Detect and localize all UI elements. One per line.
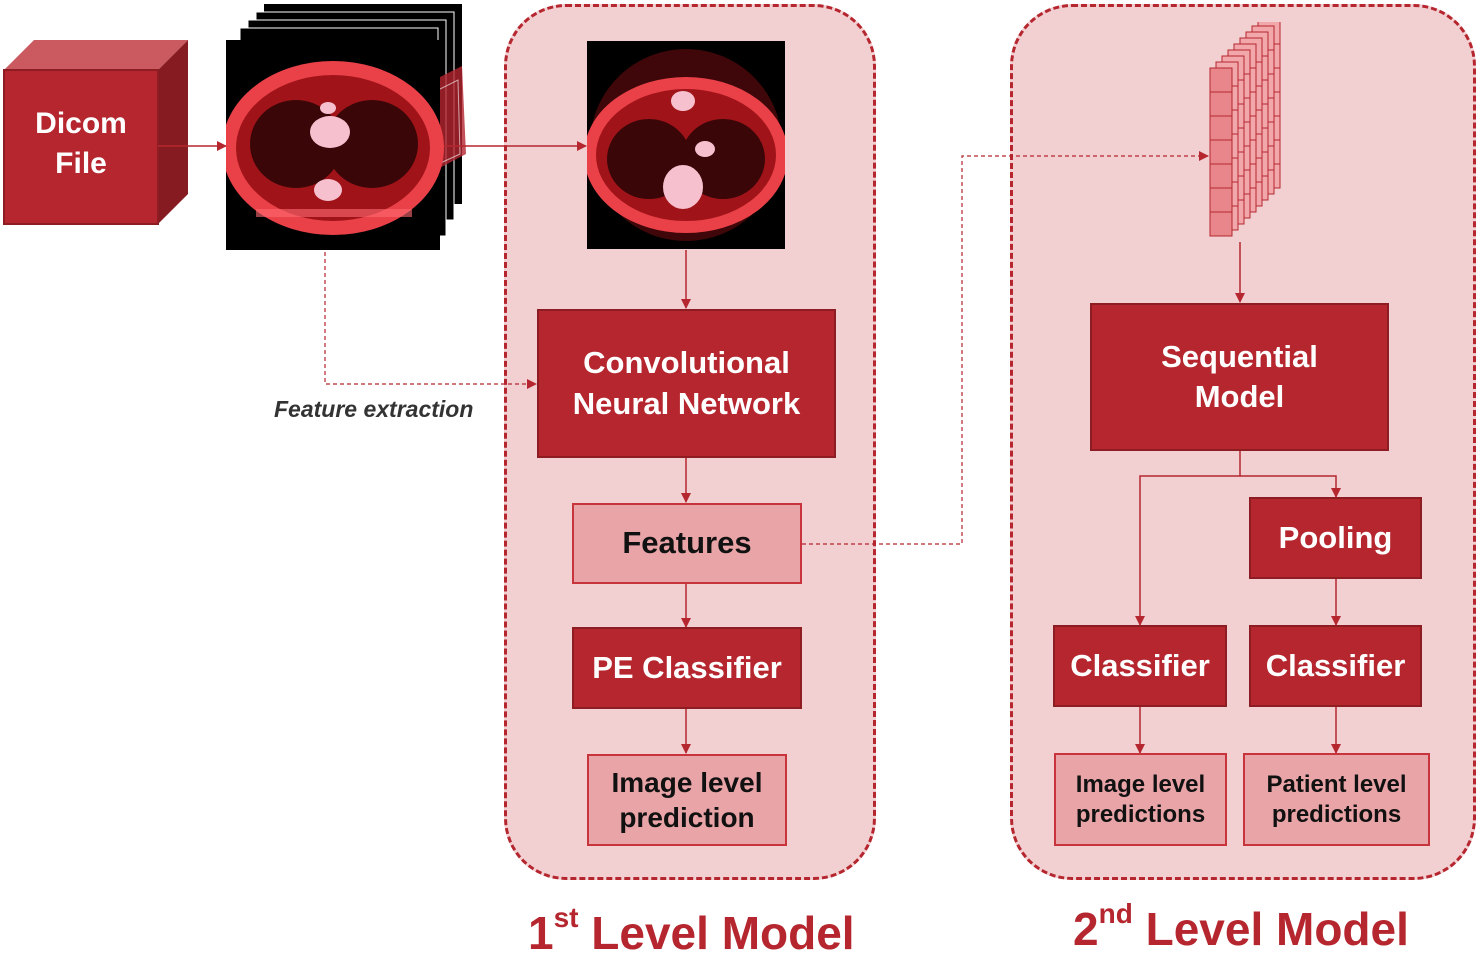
image-prediction-line2: prediction [619,802,755,833]
image-preds-line2: predictions [1075,800,1206,828]
sequential-label-line1: Sequential [1161,338,1318,374]
dicom-file-label: Dicom File [4,104,158,184]
classifier-left-label: Classifier [1070,647,1210,683]
sequence-tensor [1209,22,1281,237]
image-level-prediction-box: Image level prediction [587,754,787,846]
patient-level-predictions-box: Patient level predictions [1243,753,1430,846]
pooling-label: Pooling [1278,519,1393,555]
dicom-label-line1: Dicom [35,107,127,140]
pe-classifier-label: PE Classifier [592,649,782,685]
ct-slice-stack [226,4,466,250]
image-prediction-line1: Image level [611,767,763,798]
image-preds-line1: Image level [1075,770,1206,798]
features-label: Features [622,525,752,561]
dicom-label-line2: File [55,147,107,180]
sequential-model-box: Sequential Model [1090,303,1389,451]
dashed-features-to-tensor [802,151,1209,545]
cnn-label-line2: Neural Network [572,385,801,421]
classifier-right-label: Classifier [1265,647,1406,683]
ct-slice-input [587,41,785,249]
arrow-sequential-to-pooling [1240,475,1341,498]
ct-front-slice [226,61,444,235]
level1-title-num: 1 [528,907,554,959]
arrow-sequential-to-classifier-left [1135,450,1241,626]
level1-title-rest: Level Model [578,907,855,959]
patient-preds-line1: Patient level [1266,770,1407,798]
features-box: Features [572,503,802,584]
cnn-label-line1: Convolutional [583,345,790,381]
sequential-label-line2: Model [1194,379,1285,414]
dicom-file-block [3,40,188,225]
level1-title: 1st Level Model [528,904,855,960]
classifier-right-box: Classifier [1249,625,1422,707]
tensor-cell [1209,211,1233,237]
level2-title-rest: Level Model [1132,903,1409,955]
classifier-left-box: Classifier [1053,625,1227,707]
feature-extraction-label: Feature extraction [274,396,474,422]
image-level-predictions-box: Image level predictions [1054,753,1227,846]
level1-title-sup: st [553,902,579,933]
pe-classifier-box: PE Classifier [572,627,802,709]
level2-title-sup: nd [1098,898,1133,929]
patient-preds-line2: predictions [1271,800,1402,828]
level2-title: 2nd Level Model [1073,900,1409,956]
cnn-box: Convolutional Neural Network [537,309,836,458]
dashed-feature-extraction [324,252,537,389]
pooling-box: Pooling [1249,497,1422,579]
level2-title-num: 2 [1073,903,1099,955]
